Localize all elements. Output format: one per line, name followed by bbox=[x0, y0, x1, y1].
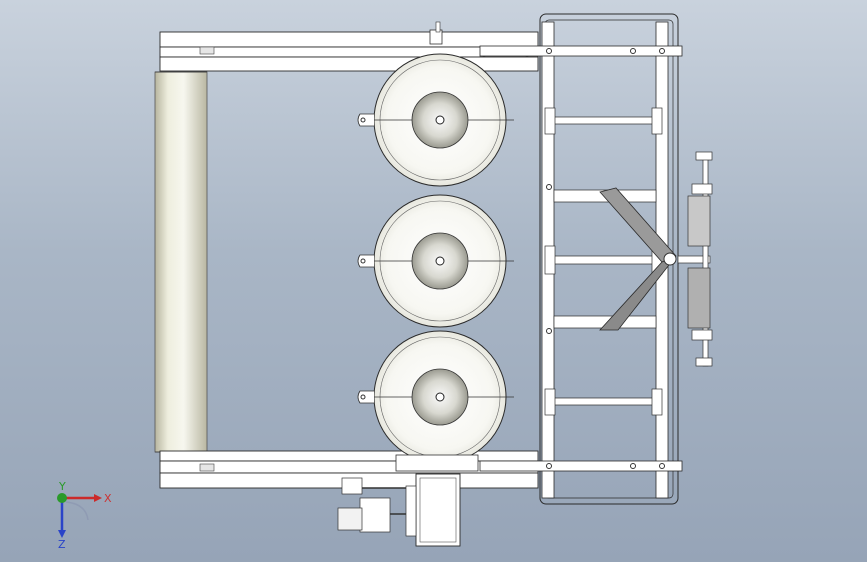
x-axis-label: X bbox=[104, 492, 112, 505]
y-axis-label: Y bbox=[58, 480, 66, 493]
drive-motor[interactable] bbox=[337, 454, 479, 547]
pulley-wheel-bottom[interactable] bbox=[357, 330, 514, 464]
pulley-wheel-middle[interactable] bbox=[357, 194, 514, 328]
rack-frame[interactable] bbox=[479, 13, 683, 505]
z-axis-label: Z bbox=[58, 538, 66, 550]
adjusting-linkage[interactable] bbox=[599, 151, 713, 367]
coordinate-triad-icon: X Y Z bbox=[57, 480, 112, 550]
y-axis-dot bbox=[57, 493, 67, 503]
pulley-wheel-top[interactable] bbox=[357, 53, 514, 187]
roller-cylinder[interactable] bbox=[154, 71, 208, 453]
